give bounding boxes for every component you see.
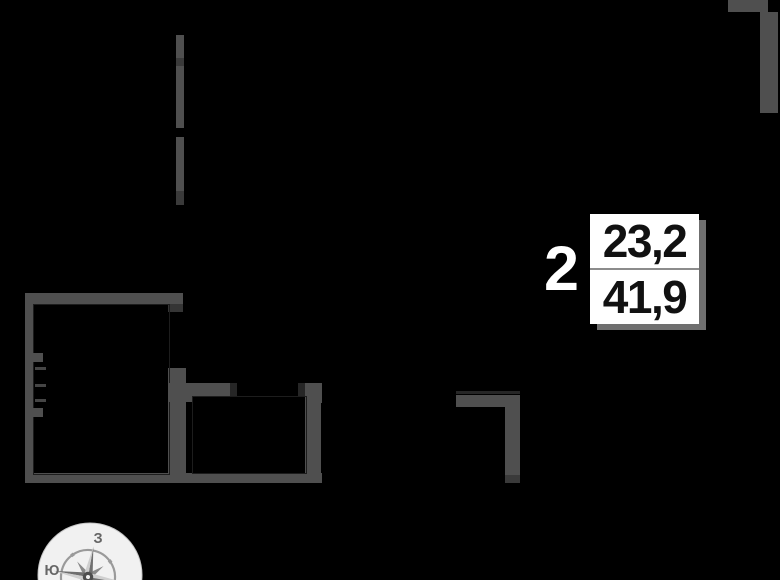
wall-entry-tick-bottom <box>505 475 520 483</box>
door-jamb-room1-right-stub <box>168 304 183 312</box>
room1-inner-face <box>33 304 170 475</box>
wall-room2-right <box>305 383 321 473</box>
apartment-info-panel: 2 23,2 41,9 <box>544 214 700 324</box>
wall-exterior-tick-mid <box>176 58 184 66</box>
window-line-3 <box>35 399 46 402</box>
room2-inner-face <box>192 396 307 474</box>
wall-exterior-tick-bottom <box>176 191 184 205</box>
door-jamb-room2-left <box>230 383 237 397</box>
wall-corner-topright-h <box>728 0 768 12</box>
wall-exterior-upper-a <box>176 35 184 128</box>
room-count: 2 <box>544 233 580 304</box>
window-line-2 <box>35 384 46 387</box>
area-box: 23,2 41,9 <box>590 214 700 324</box>
entry-wall-thin-line <box>456 391 520 394</box>
compass-label-south: Ю <box>45 563 60 579</box>
window-sill-top <box>33 353 43 362</box>
window-sill-bottom <box>33 408 43 417</box>
living-area-value: 23,2 <box>590 214 700 270</box>
total-area-value: 41,9 <box>602 271 688 323</box>
wall-exterior-upper-b <box>176 137 184 191</box>
wall-entry-top <box>456 395 520 407</box>
wall-room1-top <box>25 293 183 304</box>
wall-corner-topright-v <box>760 12 778 113</box>
compass-rose-icon: З Ю <box>37 522 143 580</box>
compass-label-west: З <box>93 531 102 547</box>
door-jamb-room2-right <box>298 383 305 397</box>
wall-room2-top-left <box>186 383 233 396</box>
window-line-1 <box>35 367 46 370</box>
wall-entry-right <box>505 407 520 483</box>
wall-room1-left <box>25 293 33 483</box>
